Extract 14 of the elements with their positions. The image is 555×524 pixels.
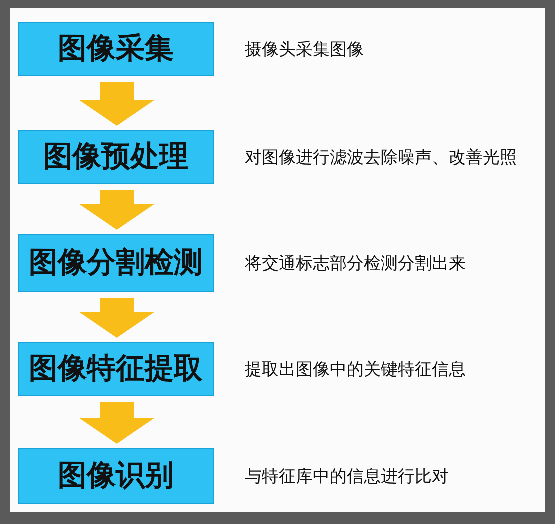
process-box: 图像分割检测	[18, 234, 214, 292]
process-box: 图像识别	[18, 448, 214, 504]
arrow	[79, 402, 155, 444]
process-box: 图像预处理	[18, 130, 214, 184]
description-text: 对图像进行滤波去除噪声、改善光照	[245, 147, 517, 169]
process-box: 图像特征提取	[18, 342, 214, 396]
arrow	[79, 190, 155, 230]
description-text: 提取出图像中的关键特征信息	[245, 359, 466, 381]
description-text: 与特征库中的信息进行比对	[245, 466, 449, 488]
arrow	[79, 298, 155, 338]
process-box: 图像采集	[18, 22, 214, 76]
description-text: 将交通标志部分检测分割出来	[245, 253, 466, 275]
arrow	[79, 82, 155, 126]
description-text: 摄像头采集图像	[245, 39, 364, 61]
